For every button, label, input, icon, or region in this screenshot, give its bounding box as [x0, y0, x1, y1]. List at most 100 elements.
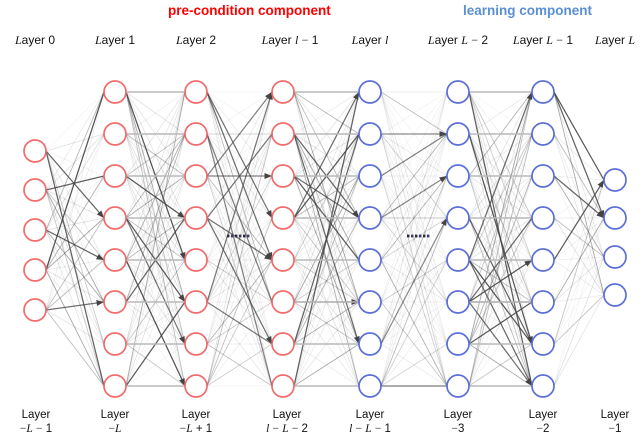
edge: [45, 269, 105, 345]
neuron-node-layer-2-3[interactable]: [184, 206, 208, 230]
neuron-node-layer-l-0[interactable]: [358, 80, 382, 104]
neuron-node-layer-L-2[interactable]: [603, 245, 627, 269]
neuron-node-layer-1-1[interactable]: [103, 122, 127, 146]
neuron-node-layer-l-1-3[interactable]: [271, 206, 295, 230]
edge: [468, 133, 533, 177]
bottom-label-line1: Layer: [600, 409, 630, 421]
neuron-node-layer-l-1-6[interactable]: [271, 332, 295, 356]
edge: [380, 259, 448, 345]
neuron-node-layer-1-3[interactable]: [103, 206, 127, 230]
neuron-node-layer-0-3[interactable]: [23, 258, 47, 282]
neuron-node-layer-L-3[interactable]: [603, 283, 627, 307]
edge: [45, 229, 105, 345]
edge: [553, 217, 605, 345]
edge: [45, 217, 105, 271]
edge: [380, 217, 448, 303]
edge: [206, 175, 273, 303]
neuron-node-layer-l-4[interactable]: [358, 248, 382, 272]
neuron-node-layer-L-2-7[interactable]: [446, 374, 470, 398]
bottom-label-line2: −L + 1: [179, 423, 213, 436]
edge: [553, 91, 605, 219]
neuron-node-layer-l-7[interactable]: [358, 374, 382, 398]
neuron-node-layer-L-2-0[interactable]: [446, 80, 470, 104]
neuron-node-layer-1-0[interactable]: [103, 80, 127, 104]
neuron-node-layer-L-2-3[interactable]: [446, 206, 470, 230]
edge: [45, 189, 105, 345]
neuron-node-layer-L-1-7[interactable]: [531, 374, 555, 398]
edge: [206, 91, 273, 135]
neuron-node-layer-2-5[interactable]: [184, 290, 208, 314]
edge: [206, 259, 273, 303]
neuron-node-layer-L-1-4[interactable]: [531, 248, 555, 272]
edge: [380, 217, 448, 261]
neuron-node-layer-1-7[interactable]: [103, 374, 127, 398]
neuron-node-layer-2-4[interactable]: [184, 248, 208, 272]
neuron-node-layer-l-1-4[interactable]: [271, 248, 295, 272]
neuron-node-layer-0-2[interactable]: [23, 218, 47, 242]
neuron-node-layer-L-1[interactable]: [603, 206, 627, 230]
edge: [380, 133, 448, 387]
edge: [45, 150, 105, 303]
edge: [206, 217, 273, 387]
neuron-node-layer-2-0[interactable]: [184, 80, 208, 104]
neuron-node-layer-1-2[interactable]: [103, 164, 127, 188]
neuron-node-layer-2-2[interactable]: [184, 164, 208, 188]
edge: [125, 217, 186, 345]
edge: [125, 175, 186, 219]
neuron-node-layer-0-1[interactable]: [23, 178, 47, 202]
neuron-node-layer-l-6[interactable]: [358, 332, 382, 356]
edge: [206, 217, 273, 303]
edge: [553, 179, 605, 303]
edge: [468, 217, 533, 261]
edge: [293, 343, 360, 387]
edge: [206, 217, 273, 345]
edge: [293, 259, 360, 303]
neuron-node-layer-0-0[interactable]: [23, 139, 47, 163]
edge: [125, 175, 186, 303]
neuron-node-layer-2-6[interactable]: [184, 332, 208, 356]
edge: [45, 269, 105, 303]
edge: [45, 91, 105, 152]
edge: [293, 343, 360, 387]
edge: [380, 217, 448, 387]
neuron-node-layer-l-1-2[interactable]: [271, 164, 295, 188]
edge: [380, 91, 448, 345]
neuron-node-layer-l-2[interactable]: [358, 164, 382, 188]
edge: [380, 91, 448, 177]
neuron-node-layer-L-1-5[interactable]: [531, 290, 555, 314]
neuron-node-layer-1-4[interactable]: [103, 248, 127, 272]
edge: [380, 91, 448, 387]
edge: [206, 343, 273, 387]
neuron-node-layer-L-1-6[interactable]: [531, 332, 555, 356]
edge-layer: [45, 91, 605, 387]
neuron-node-layer-l-1-0[interactable]: [271, 80, 295, 104]
neuron-node-layer-L-0[interactable]: [603, 168, 627, 192]
neuron-node-layer-L-1-1[interactable]: [531, 122, 555, 146]
edge: [380, 175, 448, 219]
neuron-node-layer-1-5[interactable]: [103, 290, 127, 314]
neuron-node-layer-L-1-2[interactable]: [531, 164, 555, 188]
neuron-node-layer-0-4[interactable]: [23, 298, 47, 322]
neuron-node-layer-L-2-5[interactable]: [446, 290, 470, 314]
neuron-node-layer-L-1-0[interactable]: [531, 80, 555, 104]
neuron-node-layer-l-1-7[interactable]: [271, 374, 295, 398]
neuron-node-layer-l-3[interactable]: [358, 206, 382, 230]
edge: [553, 179, 605, 345]
neuron-node-layer-L-2-1[interactable]: [446, 122, 470, 146]
neuron-node-layer-L-1-3[interactable]: [531, 206, 555, 230]
edge: [468, 301, 533, 345]
neuron-node-layer-L-2-6[interactable]: [446, 332, 470, 356]
neuron-node-layer-l-1[interactable]: [358, 122, 382, 146]
neuron-node-layer-l-1-5[interactable]: [271, 290, 295, 314]
neuron-node-layer-2-1[interactable]: [184, 122, 208, 146]
neuron-node-layer-L-2-4[interactable]: [446, 248, 470, 272]
neuron-node-layer-2-7[interactable]: [184, 374, 208, 398]
neuron-node-layer-l-5[interactable]: [358, 290, 382, 314]
neuron-node-layer-L-2-2[interactable]: [446, 164, 470, 188]
edge: [206, 133, 273, 345]
edge: [380, 259, 448, 345]
ellipsis-dot: [423, 234, 426, 238]
neuron-node-layer-l-1-1[interactable]: [271, 122, 295, 146]
neuron-node-layer-1-6[interactable]: [103, 332, 127, 356]
top-label-layer-l-1: Layer l − 1: [261, 33, 319, 47]
